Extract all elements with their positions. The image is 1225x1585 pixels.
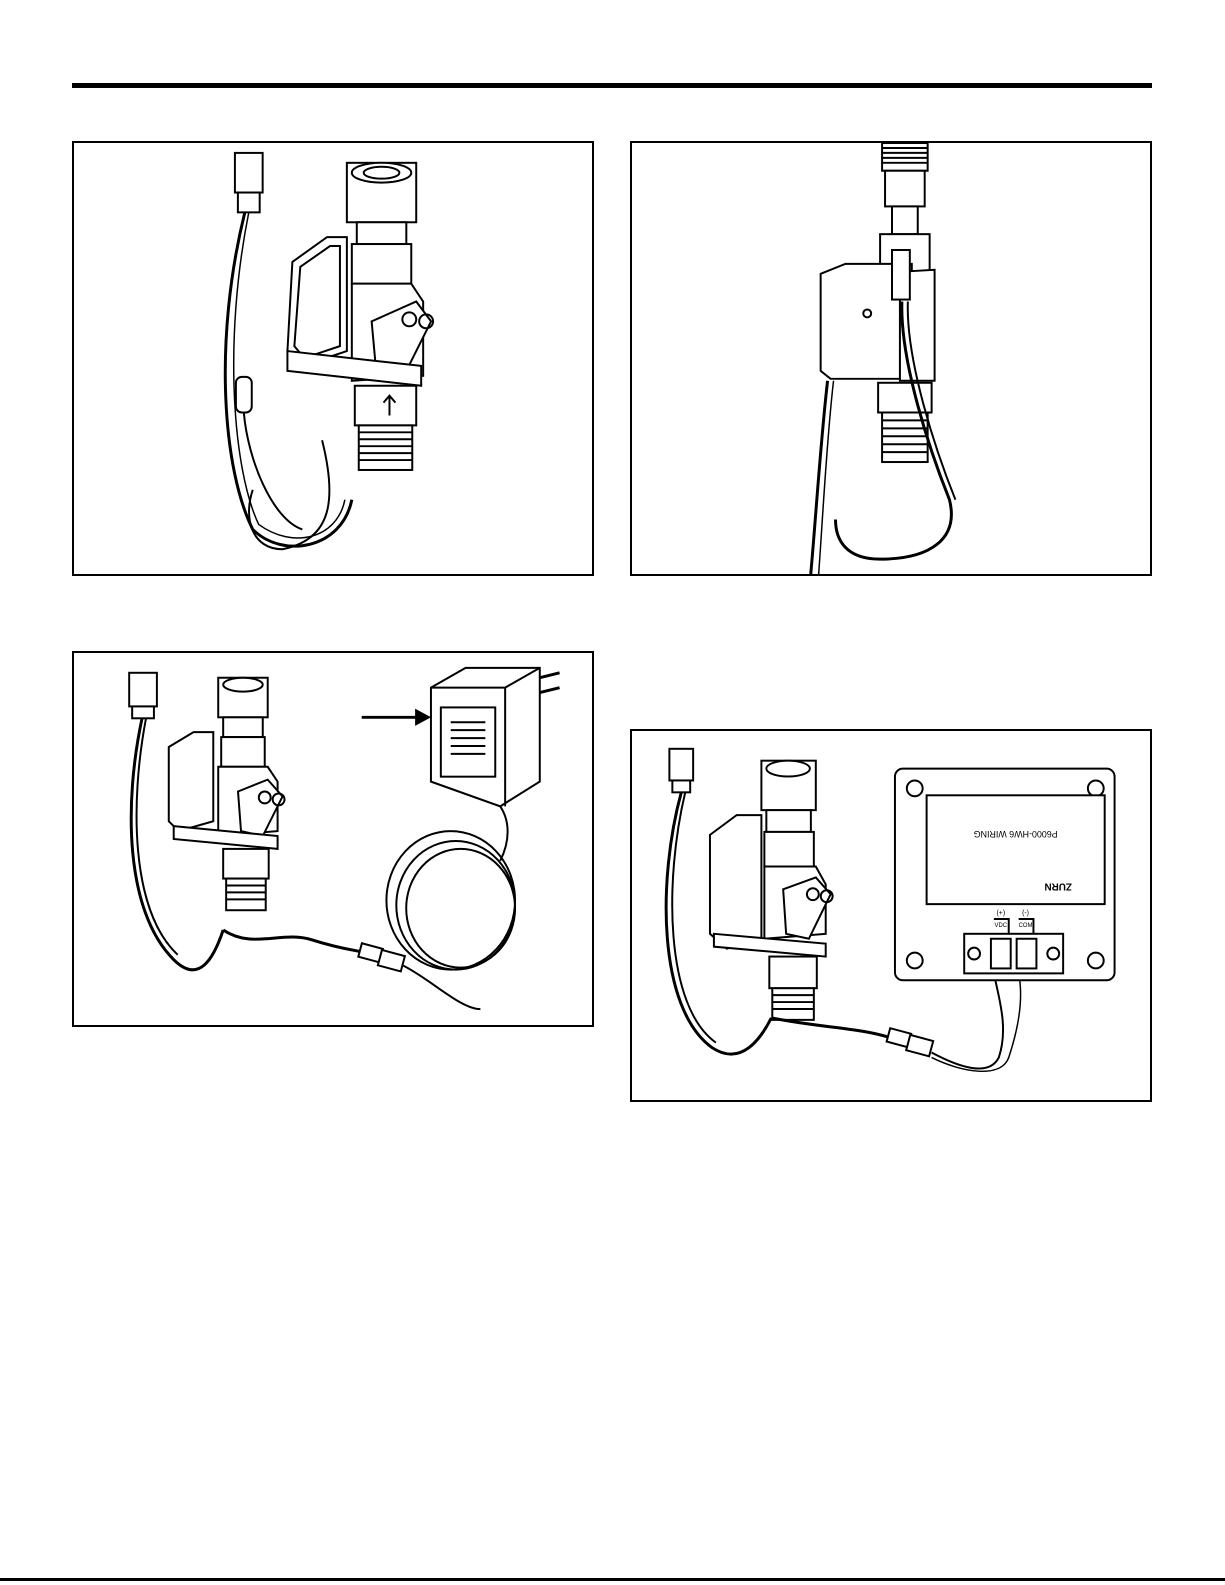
wiring-label [927,795,1105,904]
valve-mounted-illustration [632,143,1150,574]
terminal-minus-label: COM [1019,923,1033,929]
wiring-label-title: P6000-HW6 WIRING [974,829,1058,839]
figure-valve-transformer [72,651,594,1027]
figure-valve-mounted [630,141,1152,576]
terminal-block [964,934,1063,974]
valve-hardwire-illustration: P6000-HW6 WIRING ZURN (+) (-) VDC COM [632,731,1150,1100]
terminal-minus-text: (-) [1022,910,1029,917]
valve-transformer-illustration [74,653,592,1025]
header-rule [72,83,1152,88]
valve-cable-illustration [74,143,592,574]
connector-plug [885,171,925,207]
figure-valve-cable [72,141,594,576]
wiring-label-brand: ZURN [1044,880,1071,891]
terminal-plus-text: (+) [996,910,1005,917]
connector-plug [669,749,693,781]
figure-valve-hardwire: P6000-HW6 WIRING ZURN (+) (-) VDC COM [630,729,1152,1102]
bottom-nut [355,386,416,426]
connector-plug [129,673,157,707]
connector-plug [235,153,263,193]
terminal-plus-label: VDC [995,923,1008,929]
footer-rule [0,1578,1225,1581]
cable-end-cap [236,377,252,413]
